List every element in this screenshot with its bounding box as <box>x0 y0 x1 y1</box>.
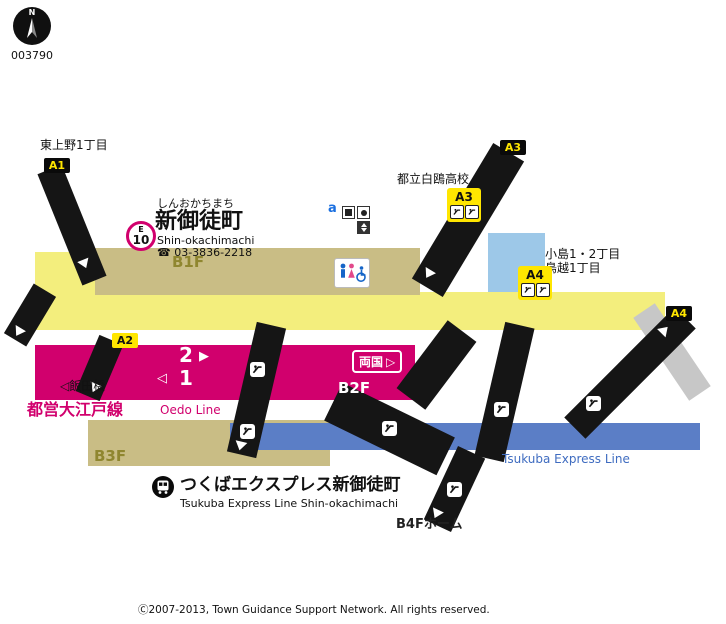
station-name-en: Shin-okachimachi <box>157 234 255 247</box>
corridor-yellow-main <box>35 292 665 330</box>
oedo-line-name: 都営大江戸線 <box>27 400 124 419</box>
floor-label-b1f: B1F <box>172 253 205 271</box>
station-phone: ☎ 03-3836-2218 <box>157 246 253 259</box>
map-id: 003790 <box>11 49 53 62</box>
floor-label-b4f: B4Fホーム <box>396 517 463 532</box>
train-icon <box>152 476 174 502</box>
public-phone-icon <box>357 206 370 219</box>
station-name-kana: しんおかちまち <box>157 197 234 210</box>
escalator-icon <box>449 205 464 219</box>
floor-label-b2f: B2F <box>338 379 371 397</box>
exit-a4-label: A4 <box>526 268 544 282</box>
landmark-torigoe: 鳥越1丁目 <box>545 261 601 275</box>
oedo-line-symbol: E 10 <box>126 221 156 251</box>
exit-a3-escalator-badge: A3 <box>447 188 481 222</box>
escalator-icon <box>535 283 550 297</box>
escalator-icon <box>240 424 255 439</box>
landmark-higashi-ueno: 東上野1丁目 <box>40 138 108 152</box>
area-a-label: a <box>328 201 337 216</box>
restroom-icon <box>334 258 370 288</box>
tsukuba-station-name-en: Tsukuba Express Line Shin-okachimachi <box>180 497 399 510</box>
escalator-icon <box>250 362 265 377</box>
copyright-notice: Ⓒ2007-2013, Town Guidance Support Networ… <box>138 604 490 616</box>
escalator-icon <box>494 402 509 417</box>
train-direction-left-icon: ◁ <box>157 371 167 386</box>
train-direction-right-icon: ▶ <box>199 349 209 364</box>
tsukuba-line-name-en: Tsukuba Express Line <box>502 452 630 466</box>
exit-a4-escalator-badge: A4 <box>518 266 552 300</box>
facility-icons <box>342 206 370 234</box>
floor-label-b3f: B3F <box>94 447 127 465</box>
direction-iidabashi-label: ◁飯田橋 <box>60 379 106 393</box>
b1f-concourse <box>95 248 420 295</box>
exit-a4-badge: A4 <box>666 306 692 321</box>
exit-a3-label: A3 <box>455 190 473 204</box>
landmark-kojima: 小島1・2丁目 <box>545 247 621 261</box>
compass-icon: N <box>12 6 52 46</box>
line-number: 10 <box>132 233 150 247</box>
elevator-icon <box>357 221 370 234</box>
station-name: 新御徒町 <box>155 209 244 234</box>
coin-locker-icon <box>342 206 355 219</box>
escalator-icon <box>586 396 601 411</box>
direction-ryogoku-badge: 両国 ▷ <box>352 350 403 373</box>
tsukuba-express-platform <box>230 423 700 450</box>
exit-a1-badge: A1 <box>44 158 70 173</box>
platform-1-number: 1 <box>179 366 193 390</box>
direction-ryogoku-arrow: ▷ <box>386 354 396 369</box>
escalator-icon <box>464 205 479 219</box>
escalator-icon <box>520 283 535 297</box>
platform-2-number: 2 <box>179 343 193 367</box>
exit-a3-badge: A3 <box>500 140 526 155</box>
oedo-line-name-en: Oedo Line <box>160 403 221 417</box>
escalator-icon <box>447 482 462 497</box>
escalator-icon <box>382 421 397 436</box>
tsukuba-station-name: つくばエクスプレス新御徒町 <box>180 475 401 495</box>
compass-n-label: N <box>28 8 36 17</box>
landmark-hakuo-high-school: 都立白鴎高校 <box>397 172 470 186</box>
direction-ryogoku-label: 両国 <box>359 355 384 369</box>
line-letter: E <box>138 225 144 234</box>
exit-a2-badge: A2 <box>112 333 138 348</box>
